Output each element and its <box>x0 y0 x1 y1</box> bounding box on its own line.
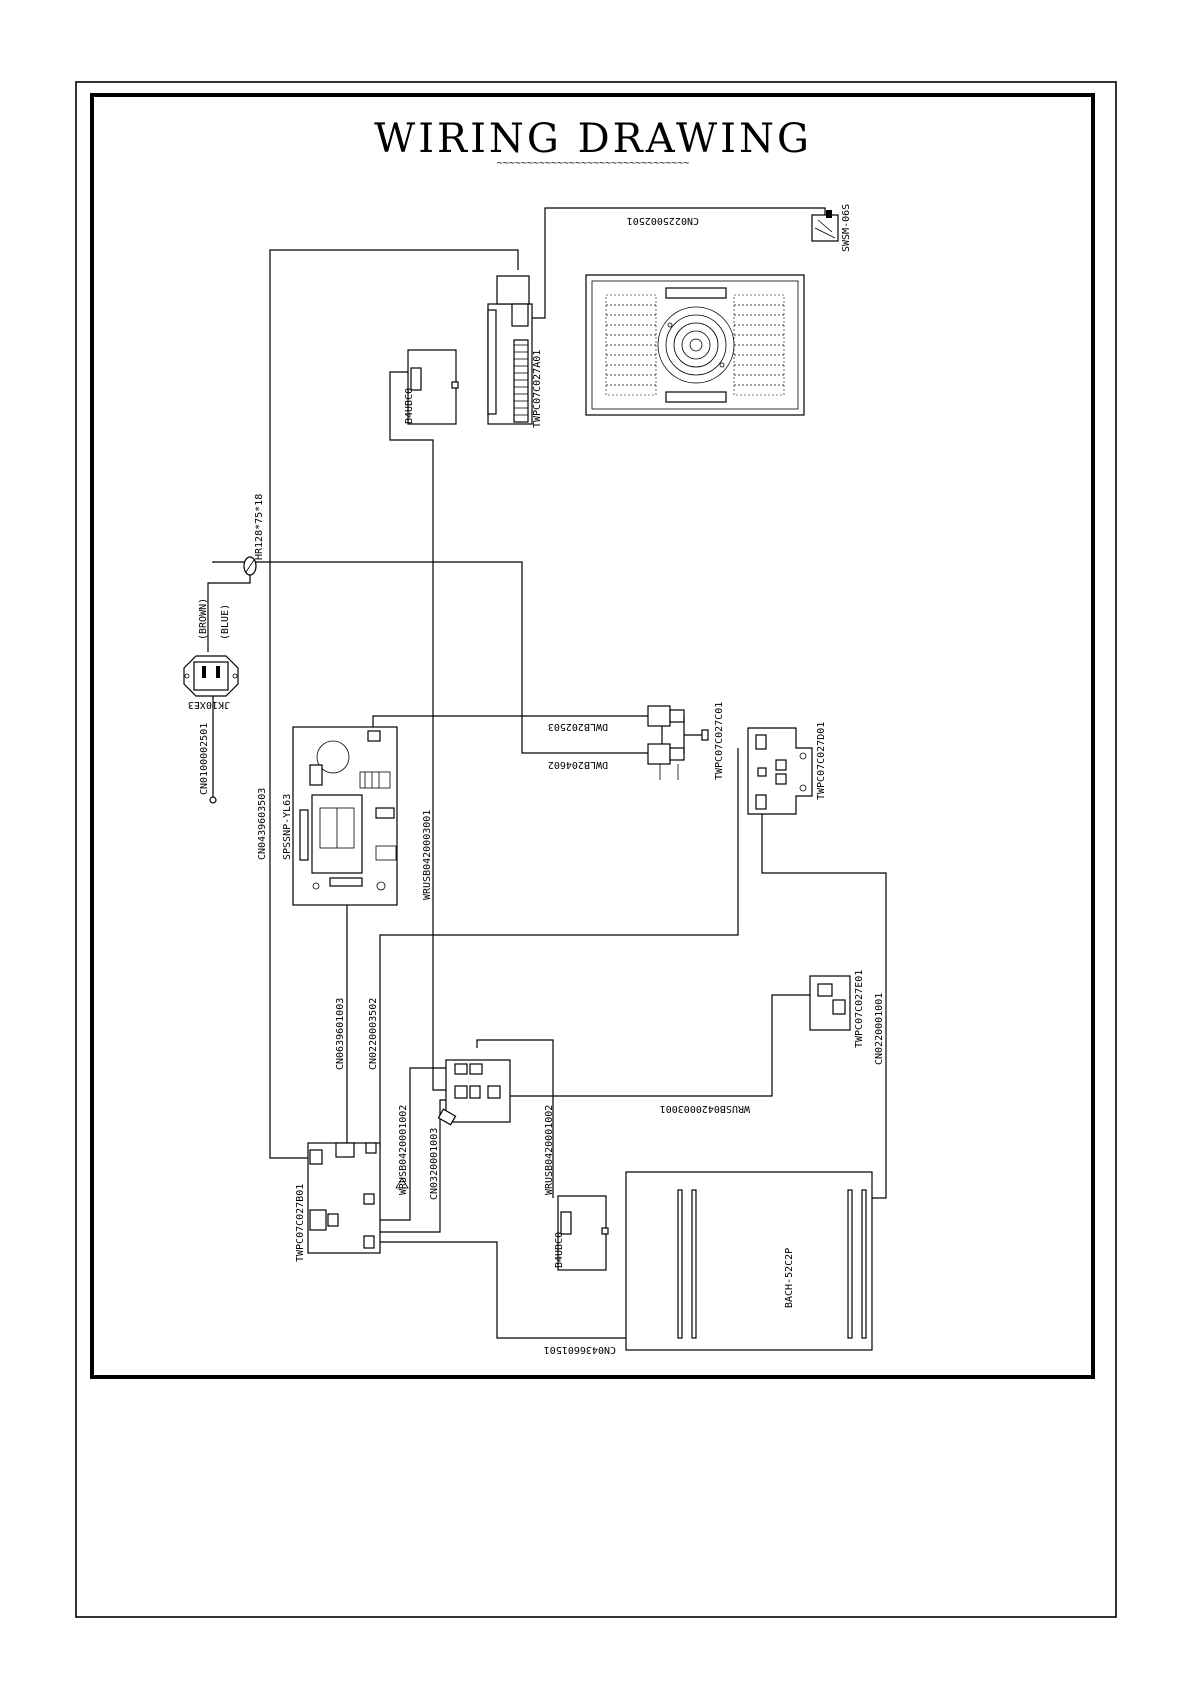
label-wrusb-w1: WRUSB0420003001 <box>422 810 433 900</box>
label-twpc07c027d01: TWPC07C027D01 <box>816 722 827 800</box>
label-dwlb2602: DWLB204602 <box>548 759 608 770</box>
label-twpc07c027e01: TWPC07C027E01 <box>854 970 865 1048</box>
switch-swsm06s <box>811 210 839 242</box>
label-spssnp: SPSSNP-YL63 <box>282 794 293 860</box>
diagram-title: WIRING DRAWING <box>374 116 812 162</box>
label-brown: (BROWN) <box>198 598 209 640</box>
module-b4ubc0-top <box>407 349 459 425</box>
board-twpc07c027a01 <box>487 275 533 425</box>
label-wrusb-w1-b: WRUSB0420003001 <box>660 1103 750 1114</box>
board-twpc07c027e01 <box>809 975 851 1031</box>
label-cn0100002501: CN0100002501 <box>199 723 210 795</box>
label-wrusb-w2-b: WRUSB0420001002 <box>544 1105 555 1195</box>
label-cn0436601501: CN0436601501 <box>544 1344 616 1355</box>
label-twpc07c027b01: TWPC07C027B01 <box>295 1184 306 1262</box>
inner-frame <box>90 93 1095 1379</box>
dwlb-connectors <box>647 705 709 780</box>
label-cn0225002501: CN0225002501 <box>627 215 699 226</box>
label-wrusb-w2-a: WRUSB0420001002 <box>398 1105 409 1195</box>
fan-circle <box>657 306 735 384</box>
wires <box>207 207 887 1339</box>
title-underline: ~~~~~~~~~~~~~~~~~~~~~~~~~~~~~~~~ <box>497 158 690 169</box>
outer-frame <box>75 81 1117 1618</box>
mains-inlet <box>183 655 239 697</box>
label-cn0220003502: CN0220003502 <box>368 998 379 1070</box>
label-dwlb2502: DWLB202503 <box>548 721 608 732</box>
label-blue: (BLUE) <box>220 604 231 640</box>
ferrite-hr <box>243 556 257 576</box>
label-twpc07c027c01: TWPC07C027C01 <box>714 702 725 780</box>
label-b4ubc0-top: B4UBC0 <box>404 388 415 424</box>
bach-52c2p <box>625 1171 873 1351</box>
power-supply <box>292 726 398 906</box>
module-b4ubc0-bottom <box>557 1195 609 1271</box>
vent-grid-left <box>605 294 657 396</box>
label-cn0220001001: CN0220001001 <box>874 993 885 1065</box>
label-inlet: JK10XE3 <box>188 699 230 710</box>
label-cn0439603503: CN0439603503 <box>257 788 268 860</box>
label-b4ubc0-bottom: B4UBC0 <box>554 1232 565 1268</box>
fan-cage <box>585 274 805 416</box>
label-cn0320001003: CN0320001003 <box>429 1128 440 1200</box>
board-interface <box>437 1059 511 1126</box>
label-swsm06s: SWSM-06S <box>841 204 852 252</box>
label-bach: BACH-52C2P <box>784 1248 795 1308</box>
board-twpc07c027b01 <box>307 1142 409 1254</box>
earth-terminal <box>209 796 217 804</box>
board-twpc07c027d01 <box>747 727 813 815</box>
label-twpc07c027a01: TWPC07C027A01 <box>532 350 543 428</box>
label-cn0639601003: CN0639601003 <box>335 998 346 1070</box>
label-hr: HR128*75*18 <box>254 494 265 560</box>
